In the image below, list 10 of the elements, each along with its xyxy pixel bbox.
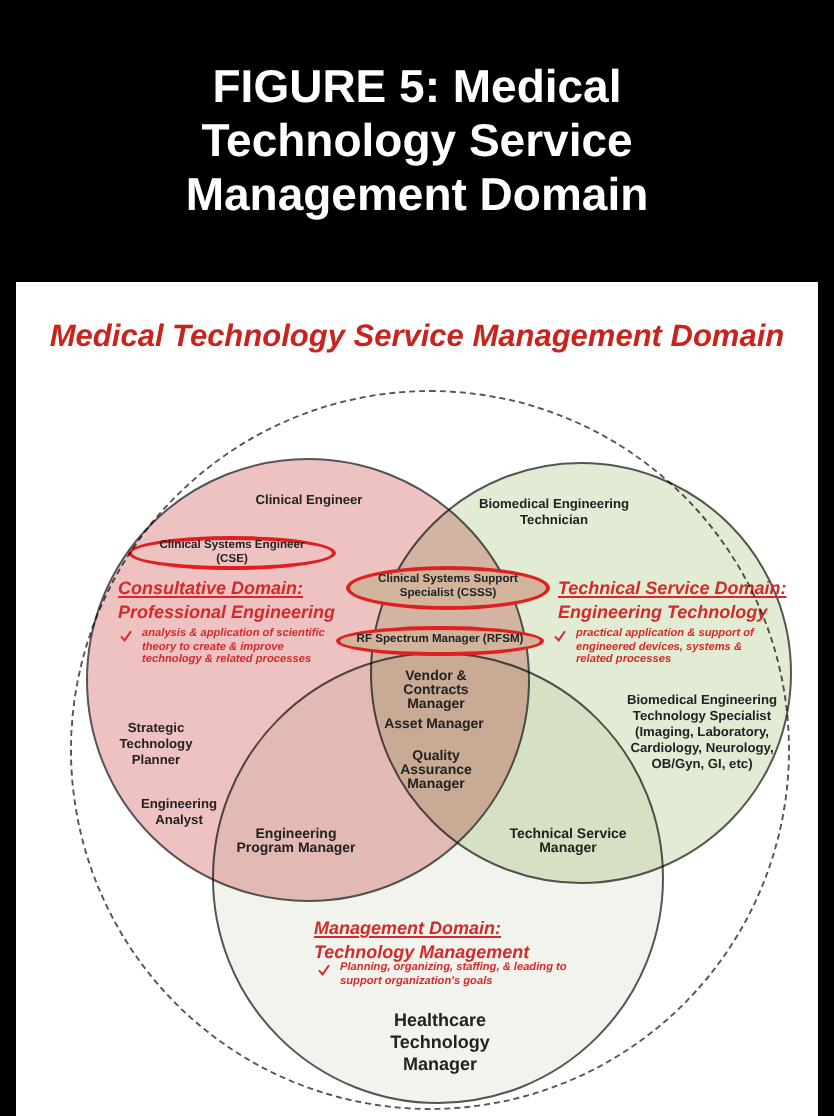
highlight-ellipse <box>128 536 336 570</box>
figure-title: FIGURE 5: Medical Technology Service Management Domain <box>183 59 651 221</box>
diagram-heading: Medical Technology Service Management Domain <box>47 320 787 356</box>
domain-heading: Management Domain: <box>314 918 504 940</box>
domain-subheading: Engineering Technology <box>558 602 770 624</box>
domain-heading: Consultative Domain: <box>118 578 306 600</box>
domain-subheading: Technology Management <box>314 942 532 962</box>
dashed-circle <box>70 390 790 1110</box>
domain-subheading: Professional Engineering <box>118 602 338 624</box>
role-label: Healthcare Technology Manager <box>388 1010 492 1075</box>
